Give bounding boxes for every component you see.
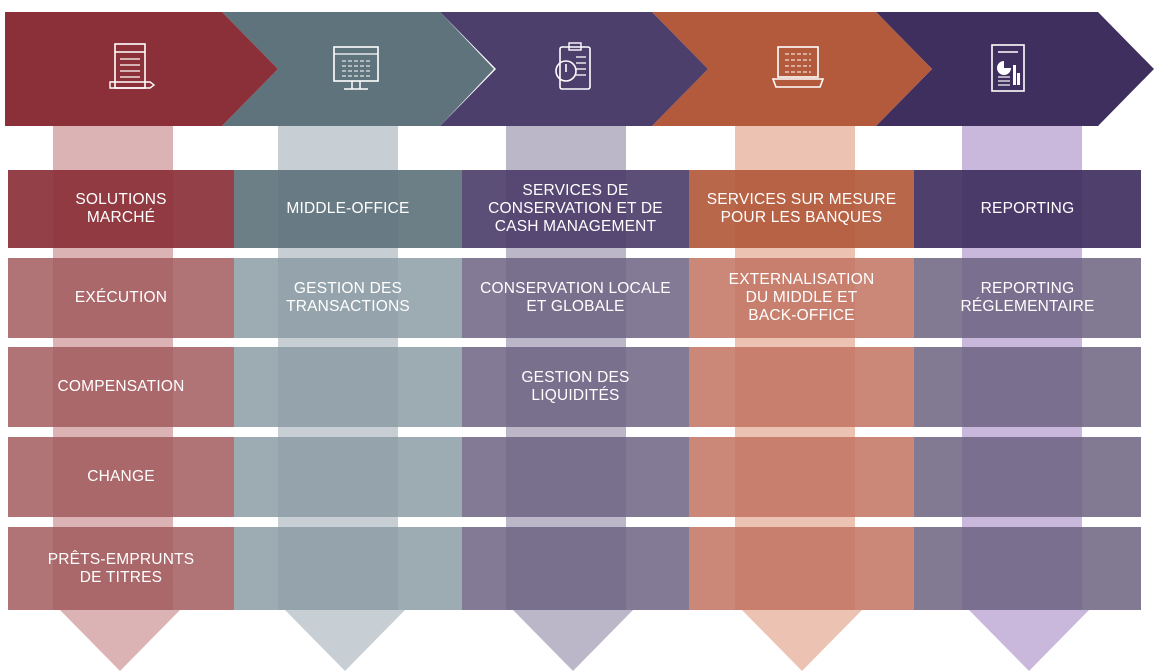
header-cell-conservation [462, 170, 689, 248]
body-cell-reporting-1 [914, 258, 1141, 338]
body-cell-middle-4 [234, 527, 462, 610]
body-cell-solutions-2 [8, 347, 234, 427]
chevron-banques [652, 12, 932, 126]
chevron-conservation [440, 12, 708, 126]
laptop-icon [771, 46, 825, 88]
header-cell-banques [689, 170, 914, 248]
body-cell-middle-2 [234, 347, 462, 427]
report-chart-icon [991, 44, 1025, 92]
body-cell-banques-1 [689, 258, 914, 338]
body-cell-conservation-4 [462, 527, 689, 610]
header-cell-solutions [8, 170, 234, 248]
body-cell-conservation-2 [462, 347, 689, 427]
body-cell-solutions-3 [8, 437, 234, 517]
body-cell-solutions-1 [8, 258, 234, 338]
body-cell-conservation-1 [462, 258, 689, 338]
document-pen-icon [109, 43, 156, 89]
body-cell-middle-3 [234, 437, 462, 517]
body-cell-banques-4 [689, 527, 914, 610]
header-cell-middle [234, 170, 462, 248]
body-cell-reporting-2 [914, 347, 1141, 427]
body-cell-banques-3 [689, 437, 914, 517]
body-cell-solutions-4 [8, 527, 234, 610]
monitor-icon [333, 46, 379, 90]
clipboard-power-icon [555, 42, 591, 90]
body-cell-reporting-4 [914, 527, 1141, 610]
body-cell-middle-1 [234, 258, 462, 338]
body-cell-conservation-3 [462, 437, 689, 517]
body-cell-banques-2 [689, 347, 914, 427]
chevron-middle [222, 12, 494, 126]
chevron-solutions [5, 12, 278, 126]
body-cell-reporting-3 [914, 437, 1141, 517]
header-cell-reporting [914, 170, 1141, 248]
